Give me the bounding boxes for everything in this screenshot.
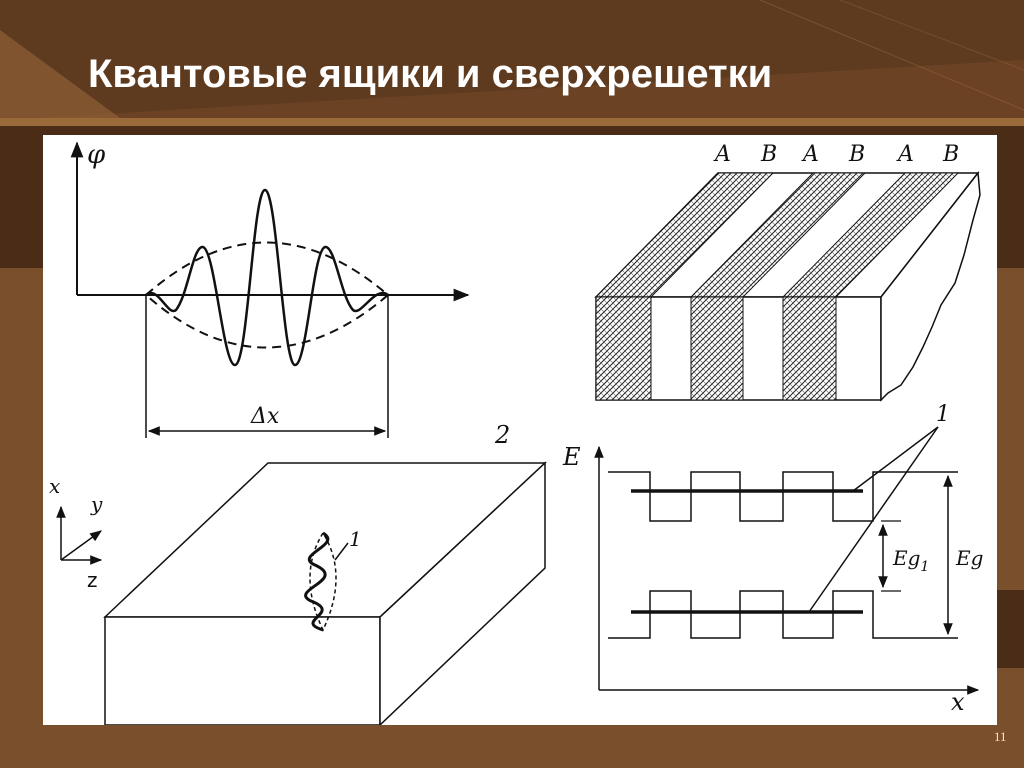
diagram-panel: φ Δx A B A B A B xyxy=(43,135,997,725)
axis-x-label: x xyxy=(49,474,60,498)
superlattice-figure: A B A B A B xyxy=(594,142,981,402)
gap-big-label: Eg xyxy=(955,546,983,570)
localized-wave xyxy=(304,531,330,632)
layer-label-b1: B xyxy=(760,142,777,167)
gap-small-main: Eg xyxy=(892,546,920,570)
axis-y-arrow xyxy=(60,530,102,561)
quantum-diagram: φ Δx A B A B A B xyxy=(49,140,983,725)
layer-label-a1: A xyxy=(713,142,731,167)
box-number-label: 2 xyxy=(494,421,510,449)
layer-label-a2: A xyxy=(801,142,819,167)
quantum-box-figure: 2 1 x y z xyxy=(49,421,547,725)
conduction-band xyxy=(608,471,958,522)
envelope-dashed xyxy=(145,241,390,349)
layer-label-b2: B xyxy=(848,142,865,167)
wave-packet-figure: φ Δx xyxy=(70,140,470,438)
width-label: Δx xyxy=(250,404,280,429)
psi-axis-label: φ xyxy=(87,140,106,170)
box-side-face xyxy=(379,461,546,725)
layer-label-a3: A xyxy=(896,142,914,167)
wave-number-label: 1 xyxy=(349,527,362,551)
energy-axis-label: E xyxy=(562,443,581,471)
level-number-label: 1 xyxy=(936,402,950,427)
wave-function-curve xyxy=(145,188,389,367)
page-number: 11 xyxy=(994,729,1007,744)
axis-y-label: y xyxy=(90,492,103,516)
axis-z-label: z xyxy=(87,568,98,592)
box-front-face xyxy=(104,616,381,725)
valence-band xyxy=(608,590,958,639)
gap-small-sub: 1 xyxy=(920,559,929,575)
gap-small-label: Eg1 xyxy=(892,546,929,575)
position-axis-label: x xyxy=(951,688,965,716)
slide-title: Квантовые ящики и сверхрешетки xyxy=(88,52,773,96)
layer-label-b3: B xyxy=(942,142,959,167)
energy-band-figure: E x 1 Eg1 Eg xyxy=(562,402,983,716)
